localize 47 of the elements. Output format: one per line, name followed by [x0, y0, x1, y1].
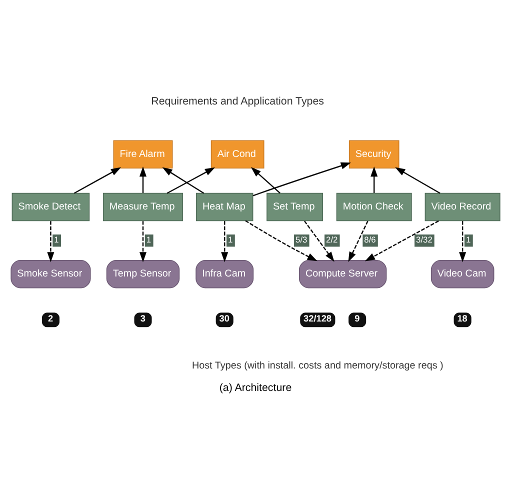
node-label: 18: [457, 314, 468, 324]
arrow: [250, 167, 280, 194]
node-box: Video Cam: [430, 260, 494, 288]
node-box: Motion Check: [336, 192, 412, 222]
caption: (a) Architecture: [219, 382, 292, 394]
edge-label: 1: [146, 234, 152, 245]
arrow: [245, 220, 318, 262]
arrow: [395, 167, 440, 194]
arrow: [162, 167, 204, 194]
node-box: Compute Server: [298, 260, 387, 288]
node-label: 32/128: [304, 314, 332, 324]
edge-label: 1: [466, 234, 471, 245]
node-label: 30: [219, 314, 230, 324]
arrow: [304, 220, 334, 262]
node-label: 3: [140, 314, 146, 324]
node-box: Video Record: [424, 192, 500, 222]
edge-label: 5/3: [296, 234, 308, 245]
node-box: Fire Alarm: [113, 140, 173, 169]
node-box: Air Cond: [210, 140, 264, 169]
node-box: Set Temp: [266, 192, 323, 222]
arrow: [166, 167, 216, 194]
edge-label: 2/2: [326, 234, 338, 245]
diagram-title: Requirements and Application Types: [151, 96, 324, 108]
arrow: [364, 220, 439, 262]
node-box: Heat Map: [196, 192, 254, 222]
node-box: Smoke Detect: [12, 192, 90, 222]
label: Host Types (with install. costs and memory/storage reqs ): [192, 360, 444, 372]
edge-label: 3/32: [416, 234, 432, 245]
arrow: [139, 221, 147, 262]
node-label: 9: [354, 314, 360, 324]
edge-label: 1: [54, 234, 59, 245]
node-box: Security: [348, 140, 400, 169]
node-box: Infra Cam: [196, 260, 254, 288]
node-label: 2: [48, 314, 54, 324]
arrow: [47, 221, 54, 262]
arrow: [370, 166, 378, 193]
edge-label: 1: [228, 234, 233, 245]
arrow: [459, 221, 466, 262]
arrow: [74, 167, 122, 194]
node-box: Measure Temp: [102, 192, 184, 222]
arrow: [221, 221, 228, 262]
arrow: [139, 166, 147, 193]
node-box: Smoke Sensor: [10, 260, 91, 288]
node-box: Temp Sensor: [106, 260, 180, 288]
edge-label: 8/6: [364, 234, 376, 245]
arrow: [348, 220, 368, 262]
arrow: [252, 162, 351, 196]
